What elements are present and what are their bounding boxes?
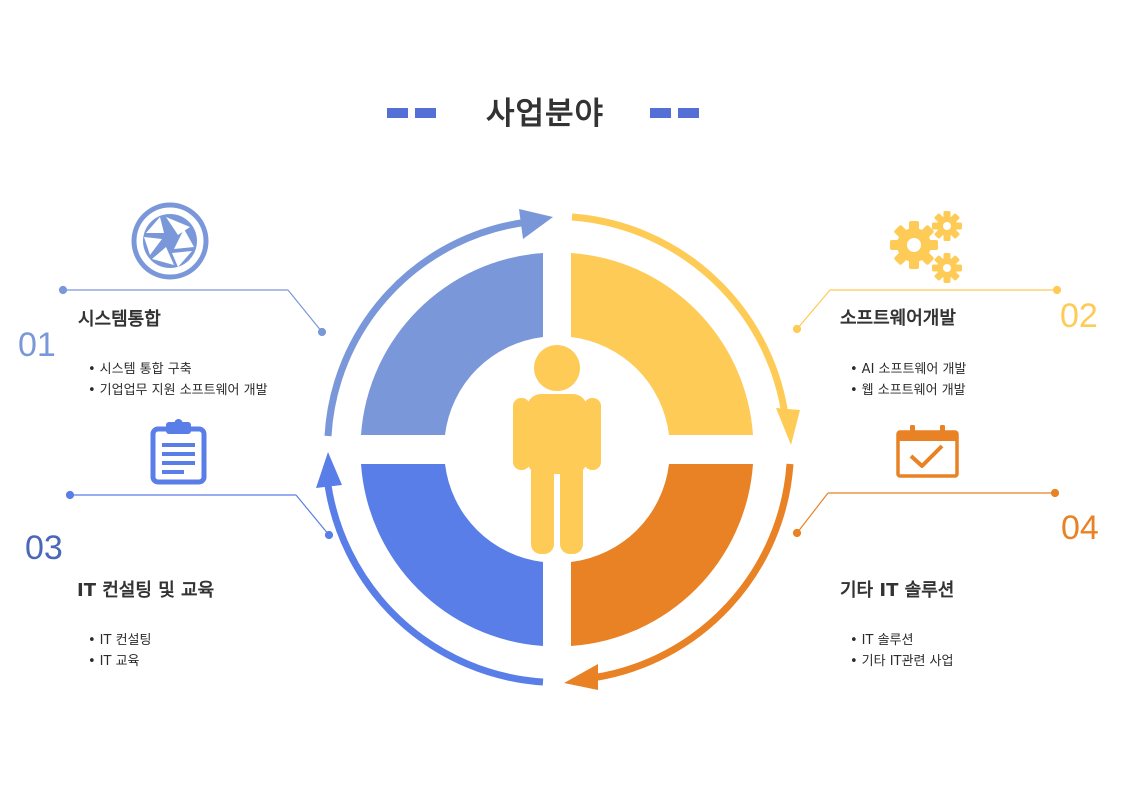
clipboard-icon: [150, 419, 207, 485]
list-item: IT 교육: [88, 651, 151, 672]
segment-03: [361, 464, 543, 646]
list-item: IT 솔루션: [850, 630, 953, 651]
segment-01: [361, 253, 543, 435]
section-03-title: IT 컨설팅 및 교육: [77, 580, 215, 601]
calendar-check-icon: [896, 425, 959, 478]
person-icon: [513, 345, 601, 554]
title-dash-left-2: [415, 108, 436, 118]
section-02-number: 02: [1060, 297, 1098, 335]
outer-arrow-top-left: [324, 218, 529, 437]
arrowhead-top-left: [519, 209, 553, 239]
section-03-number: 03: [25, 529, 63, 567]
list-item: 웹 소프트웨어 개발: [850, 380, 966, 401]
section-01-number: 01: [18, 326, 56, 364]
section-02-title: 소프트웨어개발: [840, 308, 956, 329]
outer-arrow-top-right: [571, 213, 790, 423]
list-item: 기타 IT관련 사업: [850, 651, 954, 672]
connector-03: [65, 490, 334, 540]
connector-02: [792, 285, 1062, 334]
arrowhead-top-right: [776, 408, 800, 445]
outer-arrow-bottom-left: [323, 477, 544, 686]
list-item: 시스템 통합 구축: [88, 359, 268, 380]
section-01-title: 시스템통합: [78, 309, 161, 330]
list-item: IT 컨설팅: [88, 630, 152, 651]
section-04-title: 기타 IT 솔루션: [840, 580, 955, 601]
title-dash-right-2: [678, 108, 699, 118]
arrowhead-bottom-right: [564, 664, 598, 690]
outer-arrow-bottom-right: [591, 463, 794, 682]
segment-04: [571, 464, 753, 646]
camera-aperture-icon: [131, 202, 209, 280]
segment-02: [571, 253, 753, 435]
connector-04: [792, 488, 1060, 538]
section-01-bullets: 시스템 통합 구축 기업업무 지원 소프트웨어 개발: [88, 359, 268, 401]
list-item: 기업업무 지원 소프트웨어 개발: [88, 380, 268, 401]
gears-icon: [890, 211, 962, 283]
section-02-bullets: AI 소프트웨어 개발 웹 소프트웨어 개발: [850, 359, 967, 401]
arrowhead-bottom-left: [316, 452, 342, 488]
connector-01: [58, 285, 327, 337]
title-dash-left-1: [387, 108, 408, 118]
page-title: 사업분야: [485, 96, 605, 132]
title-dash-right-1: [650, 108, 671, 118]
list-item: AI 소프트웨어 개발: [850, 359, 967, 380]
section-03-bullets: IT 컨설팅 IT 교육: [88, 630, 152, 672]
section-04-number: 04: [1061, 509, 1099, 547]
section-04-bullets: IT 솔루션 기타 IT관련 사업: [850, 630, 954, 672]
